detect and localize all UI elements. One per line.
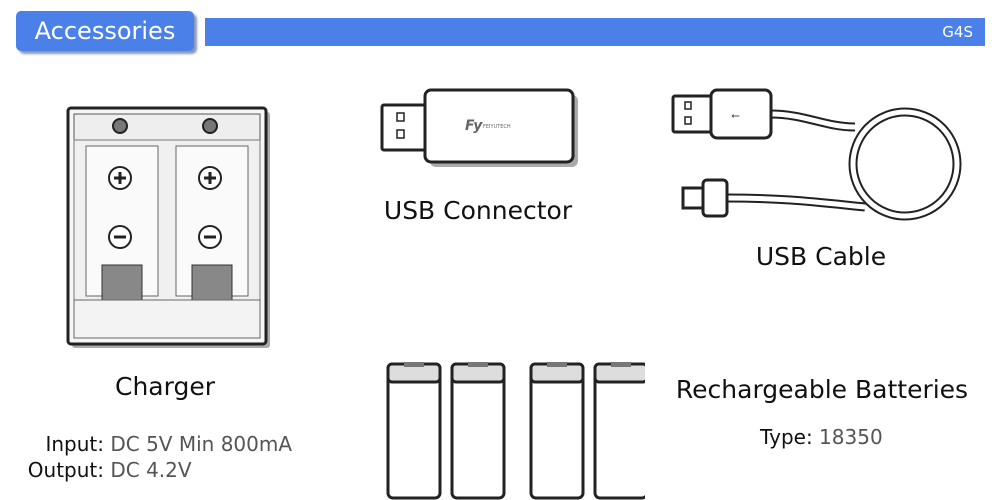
input-key: Input: [45,432,104,456]
type-value: 18350 [819,425,883,449]
usb-connector-image: Fy FEIYUTECH [380,88,578,167]
output-value: DC 4.2V [110,458,192,482]
svg-text:Fy: Fy [465,118,483,134]
batteries-image [386,360,645,500]
input-value: DC 5V Min 800mA [110,432,293,456]
charger-image [66,106,270,348]
charger-output-spec: Output: DC 4.2V [10,458,192,482]
batteries-label: Rechargeable Batteries [675,375,969,404]
feiyutech-logo: FEIYUTECH [483,124,511,130]
type-key: Type: [760,425,813,449]
header-bar: G4S [205,18,985,46]
usb-cable-image: ⭠ [671,88,962,221]
usb-cable-label: USB Cable [755,242,887,271]
output-key: Output: [27,458,104,482]
charger-label: Charger [115,372,215,401]
battery-type-spec: Type: 18350 [760,425,883,449]
svg-text:⭠: ⭠ [731,109,740,122]
charger-input-spec: Input: DC 5V Min 800mA [10,432,292,456]
section-title-tab: Accessories [16,11,194,51]
usb-connector-label: USB Connector [383,196,573,225]
